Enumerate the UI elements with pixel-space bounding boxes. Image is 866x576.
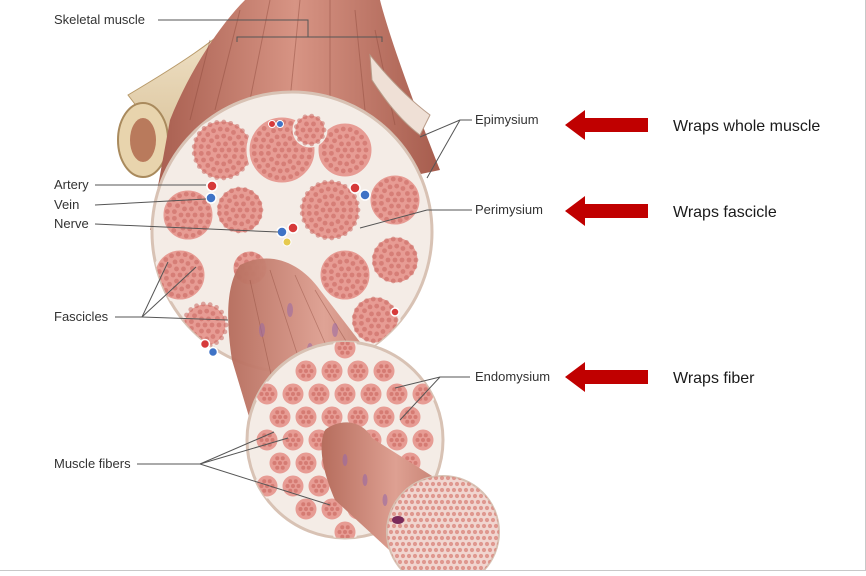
arrow-epimysium	[565, 110, 648, 140]
arrow-perimysium	[565, 196, 648, 226]
leader-lines	[94, 19, 472, 506]
arrow-endomysium	[565, 362, 648, 392]
label-artery: Artery	[54, 177, 89, 192]
vein-vessel	[205, 192, 217, 204]
note-wraps-whole-muscle: Wraps whole muscle	[673, 118, 820, 135]
artery-vessel	[206, 180, 218, 192]
label-endomysium: Endomysium	[475, 369, 550, 384]
label-nerve: Nerve	[54, 216, 89, 231]
label-perimysium: Perimysium	[475, 202, 543, 217]
note-wraps-fiber: Wraps fiber	[673, 370, 755, 387]
label-fascicles: Fascicles	[54, 309, 109, 324]
main-cross-section	[150, 90, 434, 374]
label-muscle-fibers: Muscle fibers	[54, 456, 131, 471]
nerve-fiber	[282, 237, 292, 247]
label-epimysium: Epimysium	[475, 112, 539, 127]
label-skeletal-muscle: Skeletal muscle	[54, 12, 145, 27]
note-wraps-fascicle: Wraps fascicle	[673, 204, 777, 221]
label-vein: Vein	[54, 197, 79, 212]
fiber-nucleus	[392, 516, 404, 524]
